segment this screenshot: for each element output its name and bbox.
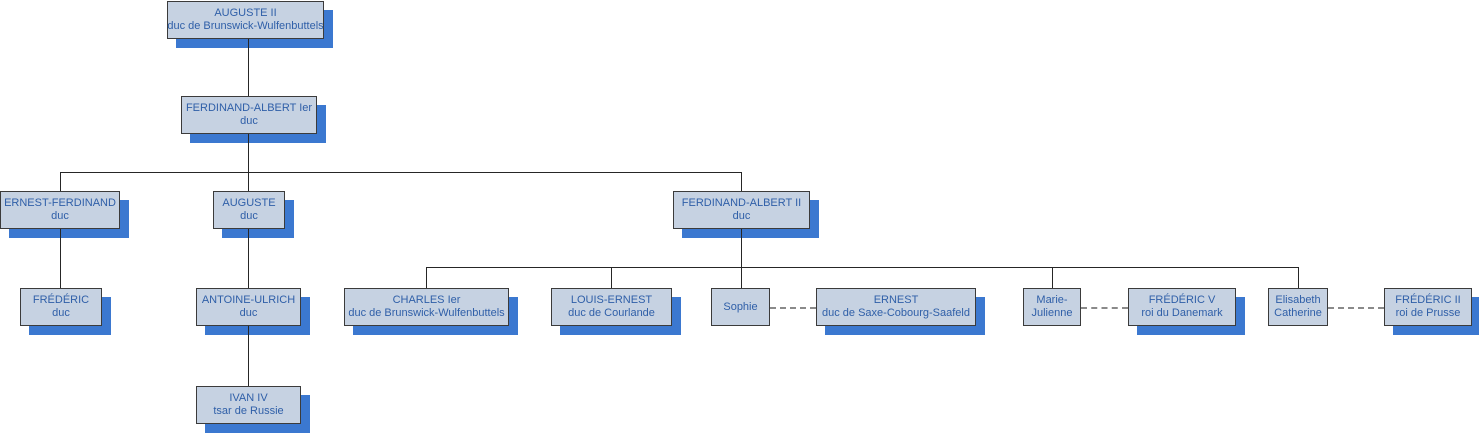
node-title: FRÉDÉRIC II xyxy=(1395,294,1461,306)
node-title: ERNEST-FERDINAND xyxy=(4,197,116,209)
node-marie-julienne[interactable]: Marie-Julienne xyxy=(1023,288,1081,326)
node-title: CHARLES Ier xyxy=(392,294,461,306)
marriage-link-marie-julienne-frederic-v xyxy=(1081,307,1128,309)
node-subtitle: duc xyxy=(240,210,258,222)
connector-ferdinand1-down xyxy=(248,134,249,172)
node-title: LOUIS-ERNEST xyxy=(570,294,653,306)
connector-auguste2-down xyxy=(248,39,249,96)
connector-bus1-to-ernest-ferdinand xyxy=(60,172,61,191)
node-subtitle: Julienne xyxy=(1031,307,1073,319)
node-subtitle: roi du Danemark xyxy=(1141,307,1223,319)
marriage-link-sophie-ernest xyxy=(770,307,816,309)
node-subtitle: duc xyxy=(51,210,69,222)
connector-ferdinand2-down xyxy=(741,229,742,267)
connector-bus1-to-ferdinand2 xyxy=(741,172,742,191)
node-title: Marie- xyxy=(1036,294,1068,306)
node-subtitle: Catherine xyxy=(1274,307,1322,319)
connector-bus1-to-auguste xyxy=(248,172,249,191)
node-subtitle: duc xyxy=(239,307,258,319)
node-sophie[interactable]: Sophie xyxy=(711,288,770,326)
node-subtitle: duc de Brunswick-Wulfenbuttels xyxy=(348,307,505,319)
node-title: Sophie xyxy=(723,300,758,313)
node-title: FRÉDÉRIC xyxy=(32,294,90,306)
connector-bus2-to-marie-julienne xyxy=(1052,267,1053,288)
node-subtitle: duc xyxy=(52,307,70,319)
connector-bus-level-1 xyxy=(60,172,742,173)
connector-bus2-to-louis-ernest xyxy=(611,267,612,288)
node-title: FERDINAND-ALBERT II xyxy=(681,197,802,209)
connector-bus2-to-charles xyxy=(426,267,427,288)
connector-ernest-ferdinand-down xyxy=(60,229,61,288)
node-subtitle: duc xyxy=(732,210,751,222)
node-subtitle: duc de Saxe-Cobourg-Saafeld xyxy=(822,307,970,319)
connector-bus2-to-sophie xyxy=(741,267,742,288)
node-title: Elisabeth xyxy=(1275,294,1321,306)
node-title: AUGUSTE II xyxy=(214,7,277,19)
node-title: FERDINAND-ALBERT Ier xyxy=(185,102,313,114)
node-title: IVAN IV xyxy=(229,392,268,404)
node-title: ANTOINE-ULRICH xyxy=(201,294,296,306)
node-title: AUGUSTE xyxy=(222,197,276,209)
node-subtitle: roi de Prusse xyxy=(1395,307,1461,319)
node-subtitle: duc de Courlande xyxy=(568,307,655,319)
node-subtitle: tsar de Russie xyxy=(213,405,284,417)
connector-bus-level-2 xyxy=(426,267,1299,268)
node-subtitle: duc xyxy=(240,115,258,127)
connector-bus2-to-elisabeth xyxy=(1298,267,1299,288)
connector-auguste-down xyxy=(248,229,249,288)
marriage-link-elisabeth-frederic-ii xyxy=(1328,307,1384,309)
node-subtitle: duc de Brunswick-Wulfenbuttels xyxy=(167,20,324,32)
node-title: FRÉDÉRIC V xyxy=(1148,294,1216,306)
connector-antoine-ulrich-down xyxy=(248,326,249,386)
node-title: ERNEST xyxy=(873,294,919,306)
